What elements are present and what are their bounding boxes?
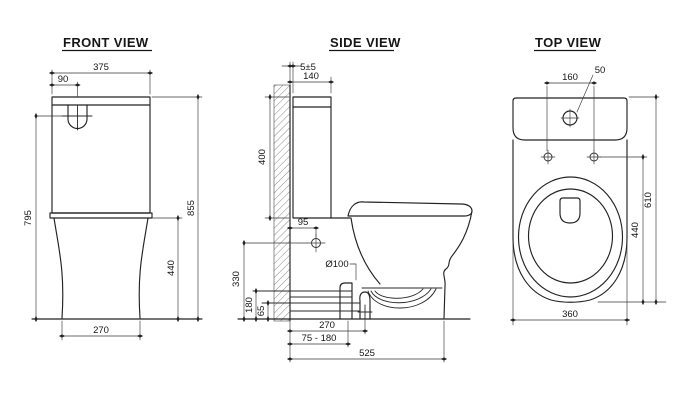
top-tank [512,97,628,141]
hinge-hole-left [540,149,556,165]
front-dimensions: 375 90 795 855 440 270 [23,62,203,341]
side-dimensions: 5±5 140 400 95 330 180 65 Ø100 270 [231,61,448,363]
front-view: FRONT VIEW 375 90 [23,35,203,341]
dim-side-tank-depth: 140 [303,71,319,82]
side-tank [292,96,332,219]
wall-hatch [273,84,291,322]
top-view: TOP VIEW [509,35,667,326]
seat-cover-side [347,201,473,217]
top-view-title: TOP VIEW [535,35,602,50]
seat-inner [527,188,614,284]
dim-front-button-height: 795 [23,210,34,226]
top-dimensions: 160 50 610 440 360 [509,65,667,326]
outlet-pipe [339,282,353,320]
top-toilet-outline [512,97,628,303]
dim-front-total-width: 375 [93,62,109,73]
dim-side-wall-gap: 5±5 [300,62,316,73]
dim-side-inlet-mid-height: 180 [244,297,255,313]
dim-side-inlet-offset: 95 [298,217,309,228]
dim-front-button-offset: 90 [58,74,69,85]
dim-top-bowl-length: 440 [630,222,641,238]
front-view-title: FRONT VIEW [63,35,149,50]
dim-front-total-height: 855 [186,200,197,216]
dim-front-base-width: 270 [93,325,109,336]
dim-side-inlet-low-height: 65 [256,306,267,317]
dim-side-total-depth: 525 [359,348,375,359]
dim-side-trap-distance: 270 [319,320,335,331]
side-view-title: SIDE VIEW [330,35,401,50]
hinge-hole-right [586,149,602,165]
side-view: SIDE VIEW [231,35,473,363]
dim-front-bowl-height: 440 [166,260,177,276]
side-toilet-outline [237,96,473,320]
dim-side-rough-in: 75 - 180 [302,333,337,344]
flush-button-hole [560,108,580,128]
dim-top-button-diameter: 50 [595,65,606,76]
dim-top-total-width: 360 [562,309,578,320]
top-body [512,139,628,303]
bowl-outlet [359,291,371,320]
dim-side-outlet-diameter: Ø100 [325,259,348,270]
wall-section [273,84,291,322]
dim-top-total-length: 610 [643,192,654,208]
seat-outer [517,176,624,298]
front-toilet-outline [31,96,203,320]
dim-top-hinge-hole-spacing: 160 [562,72,578,83]
dim-side-tank-height: 400 [257,149,268,165]
flush-water-spot [559,197,581,224]
dim-side-inlet-height: 330 [231,271,242,287]
